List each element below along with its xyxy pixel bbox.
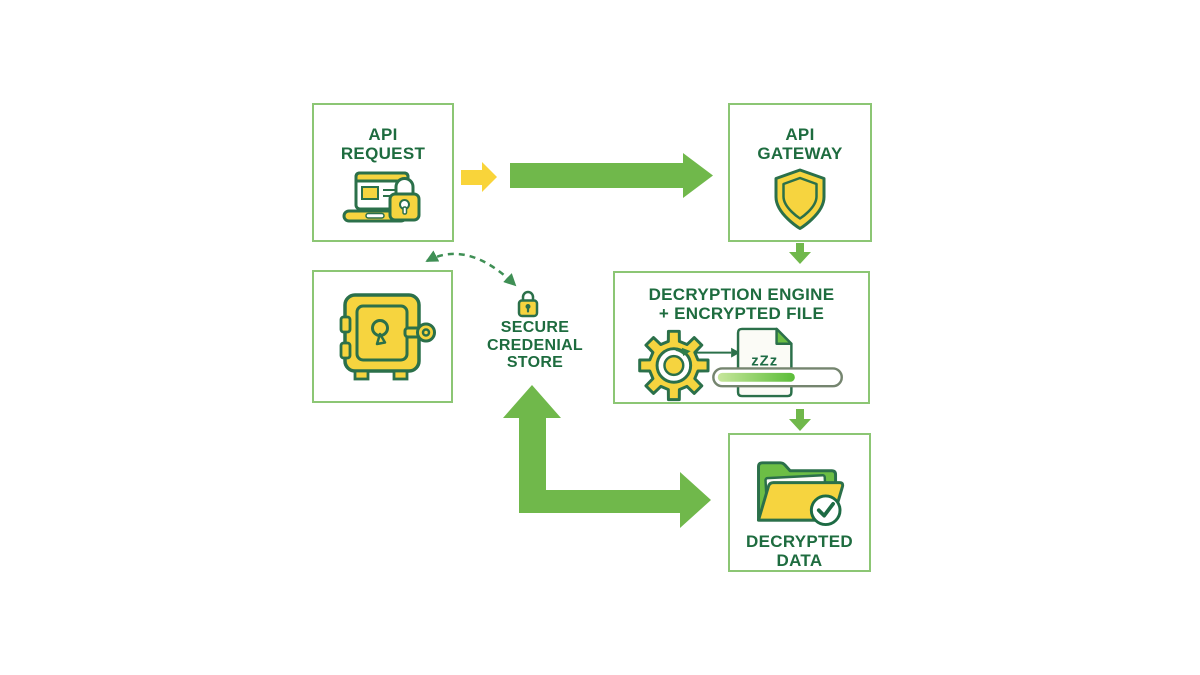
decryption-graphic: zZz [637,327,843,402]
node-decryption-engine: DECRYPTION ENGINE + ENCRYPTED FILE [613,271,870,404]
engine-to-decrypted-arrow [789,409,811,431]
store-exchange-arrow [503,385,711,528]
node-decrypted-data: DECRYPTED DATA [728,433,871,572]
request-arrow-yellow [461,162,497,192]
request-to-gateway-arrow [510,153,713,198]
safe-vault-icon [339,292,436,380]
progress-bar [711,367,843,388]
gear-to-file-arrow [694,347,740,358]
gear-icon [637,329,710,402]
folder-check-icon [756,461,844,527]
file-zzz-label: zZz [751,353,778,369]
shield-icon [774,168,826,230]
node-api-request: API REQUEST [312,103,454,242]
laptop-lock-icon [342,171,421,223]
decrypted-data-title: DECRYPTED DATA [746,532,853,570]
node-credential-vault [312,270,453,403]
credential-store-label: SECURE CREDENIAL STORE [486,319,584,371]
padlock-icon [517,290,539,318]
api-request-title: API REQUEST [340,125,426,163]
gateway-to-engine-arrow [789,243,811,264]
decryption-engine-title: DECRYPTION ENGINE + ENCRYPTED FILE [648,285,835,323]
node-api-gateway: API GATEWAY [728,103,872,242]
api-gateway-title: API GATEWAY [757,125,843,163]
